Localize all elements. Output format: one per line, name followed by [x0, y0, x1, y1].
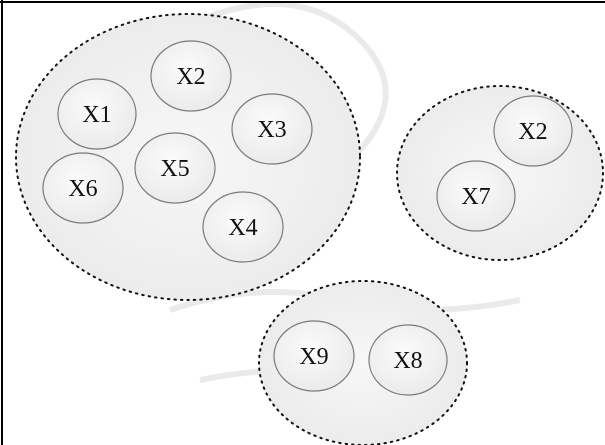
node-label-x8: X8	[393, 348, 422, 374]
node-x5: X5	[134, 132, 216, 204]
node-label-x3: X3	[257, 117, 286, 143]
node-label-x4: X4	[228, 215, 257, 241]
node-x7: X7	[436, 160, 516, 232]
node-x4: X4	[202, 191, 284, 263]
node-label-x2: X2	[176, 64, 205, 90]
node-label-x2: X2	[518, 119, 547, 145]
node-label-x7: X7	[461, 184, 490, 210]
node-x6: X6	[42, 152, 124, 224]
node-x9: X9	[273, 320, 355, 392]
node-label-x6: X6	[68, 176, 97, 202]
node-x3: X3	[231, 93, 313, 165]
node-label-x9: X9	[299, 344, 328, 370]
node-label-x1: X1	[82, 102, 111, 128]
node-label-x5: X5	[160, 156, 189, 182]
node-x1: X1	[57, 78, 137, 150]
node-x2-cluster-1: X2	[150, 40, 232, 112]
node-x2-cluster-2: X2	[493, 95, 573, 167]
node-x8: X8	[368, 324, 448, 396]
